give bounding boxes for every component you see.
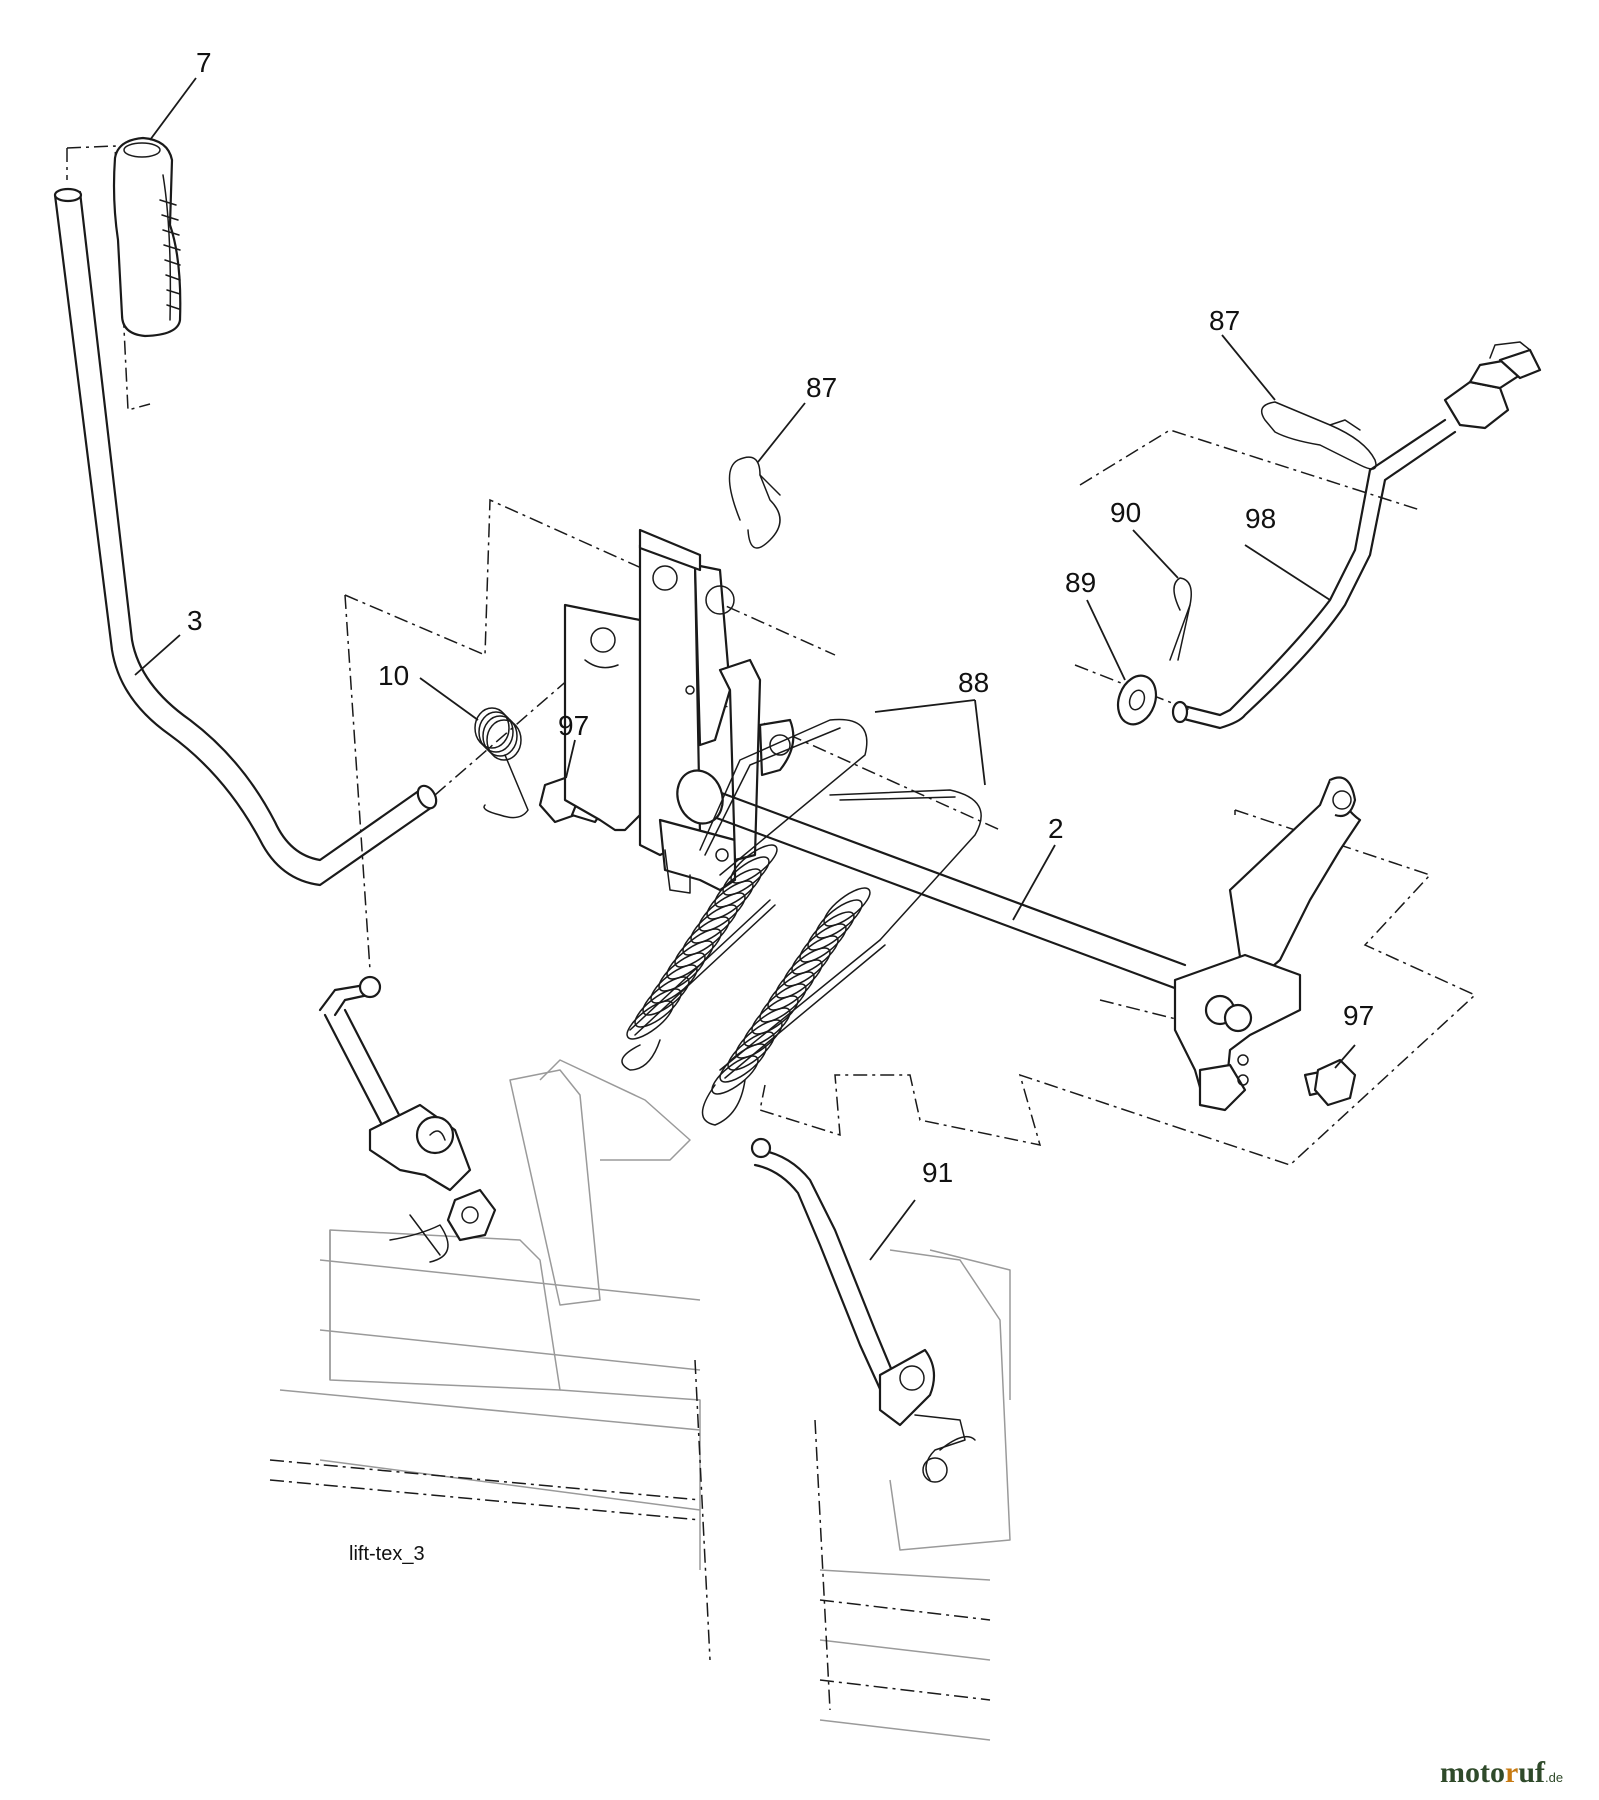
leader-line xyxy=(134,634,181,676)
leader-line xyxy=(1244,544,1331,601)
leader-line xyxy=(1334,1044,1356,1069)
guide-line xyxy=(814,1419,831,1711)
leader-line xyxy=(874,699,976,713)
callout-91: 91 xyxy=(922,1157,953,1188)
handle-grip xyxy=(112,136,182,338)
mounting-bracket xyxy=(563,528,795,894)
lift-lever xyxy=(53,187,438,887)
flat-washer xyxy=(1116,674,1158,726)
leader-line xyxy=(1086,599,1126,681)
guide-line xyxy=(434,664,586,796)
leader-line xyxy=(419,677,479,721)
leader-line xyxy=(757,402,806,463)
leader-line xyxy=(1012,844,1056,921)
guide-line xyxy=(1079,429,1421,511)
guide-line xyxy=(759,809,1477,1166)
svg-text:motoruf.de: motoruf.de xyxy=(1440,1756,1563,1789)
leader-line xyxy=(869,1199,916,1261)
callout-3: 3 xyxy=(187,605,203,636)
hairpin-clip-right xyxy=(1260,401,1377,470)
hairpin-clip-center xyxy=(728,456,781,549)
callout-10: 10 xyxy=(378,660,409,691)
lift-link-right xyxy=(750,1137,976,1483)
callout-7: 7 xyxy=(196,47,212,78)
spring-coil-left xyxy=(626,844,778,1040)
guide-line xyxy=(694,1359,711,1661)
lift-link-left xyxy=(318,975,497,1263)
diagram-caption: lift-tex_3 xyxy=(349,1543,425,1565)
leader-line xyxy=(1221,334,1276,401)
adjustment-rod xyxy=(1171,341,1542,730)
leader-line xyxy=(974,699,986,786)
leader-line xyxy=(149,77,197,141)
callout-97: 97 xyxy=(1343,1000,1374,1031)
lift-shaft xyxy=(676,769,1187,992)
cotter-pin xyxy=(1169,577,1192,661)
callout-97: 97 xyxy=(558,710,589,741)
shoulder-bolt-right xyxy=(1303,1058,1357,1107)
watermark-part-2: r xyxy=(1505,1756,1518,1789)
torsion-spring xyxy=(474,707,529,819)
leader-line xyxy=(565,739,576,779)
lift-arm-right xyxy=(1173,776,1362,1112)
watermark-part-3: uf xyxy=(1518,1756,1546,1789)
callout-89: 89 xyxy=(1065,567,1096,598)
spring-coil-right xyxy=(711,887,871,1095)
callout-90: 90 xyxy=(1110,497,1141,528)
mower-deck-outline xyxy=(269,1059,1011,1741)
guide-line xyxy=(344,594,371,971)
callout-88: 88 xyxy=(958,667,989,698)
leader-line xyxy=(1132,529,1179,579)
callout-87: 87 xyxy=(1209,305,1240,336)
callout-98: 98 xyxy=(1245,503,1276,534)
callout-87: 87 xyxy=(806,372,837,403)
watermark-tld: .de xyxy=(1545,1770,1563,1785)
watermark-part-1: moto xyxy=(1440,1756,1505,1789)
callout-2: 2 xyxy=(1048,813,1064,844)
site-watermark: motoruf.de xyxy=(1440,1756,1563,1789)
